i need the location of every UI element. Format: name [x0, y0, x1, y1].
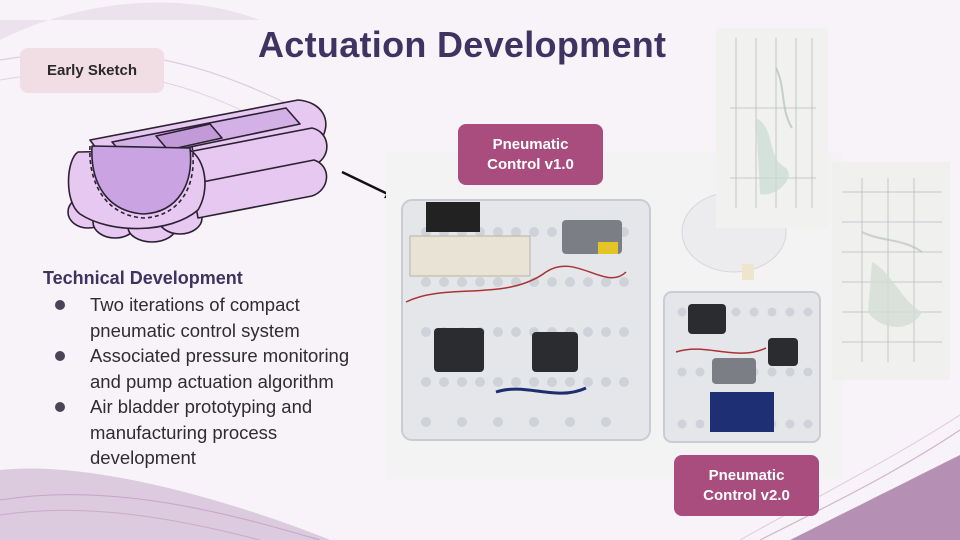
air-bladder-photo-1	[716, 28, 828, 228]
v1-label-line2: Control v1.0	[487, 155, 574, 173]
early-sketch-drawing	[67, 99, 328, 243]
v2-label-line2: Control v2.0	[703, 486, 790, 504]
bullet-icon	[55, 300, 65, 310]
list-item: Associated pressure monitoring and pump …	[52, 343, 372, 394]
list-item: Two iterations of compact pneumatic cont…	[52, 292, 372, 343]
pneumatic-control-v1-label: Pneumatic Control v1.0	[458, 124, 603, 185]
air-bladder-photo-2	[832, 162, 950, 380]
bullet-icon	[55, 402, 65, 412]
early-sketch-text: Early Sketch	[46, 61, 138, 79]
technical-development-heading: Technical Development	[43, 268, 243, 288]
v1-label-line1: Pneumatic	[492, 135, 569, 153]
slide-title: Actuation Development	[258, 24, 667, 65]
v2-label-line1: Pneumatic	[708, 466, 785, 484]
early-sketch-label: Early Sketch	[20, 48, 164, 93]
list-item-text: Air bladder prototyping and manufacturin…	[90, 396, 313, 468]
list-item: Air bladder prototyping and manufacturin…	[52, 394, 372, 471]
pneumatic-control-v2-label: Pneumatic Control v2.0	[674, 455, 819, 516]
list-item-text: Associated pressure monitoring and pump …	[90, 345, 350, 392]
bullet-icon	[55, 351, 65, 361]
technical-development-list: Two iterations of compact pneumatic cont…	[52, 292, 372, 471]
list-item-text: Two iterations of compact pneumatic cont…	[90, 294, 300, 341]
